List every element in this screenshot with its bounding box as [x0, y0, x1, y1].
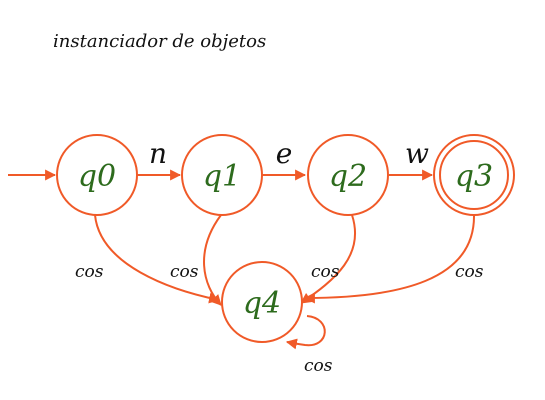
- state-q1: q1: [181, 134, 263, 216]
- state-q2: q2: [307, 134, 389, 216]
- transition-q1-q4: cos: [170, 214, 222, 306]
- transition-q2-q3: w: [389, 137, 434, 181]
- transition-q0-q1: n: [137, 137, 182, 181]
- state-label: q3: [455, 159, 493, 194]
- transition-q2-q4: cos: [300, 214, 357, 304]
- transition-label-w: w: [405, 137, 429, 170]
- transition-q4-self: cos: [285, 315, 333, 376]
- state-label: q0: [78, 159, 116, 194]
- transition-label-cos: cos: [75, 262, 104, 282]
- diagram-title: instanciador de objetos: [53, 31, 267, 52]
- transition-label-e: e: [276, 137, 293, 170]
- state-label: q1: [203, 159, 241, 194]
- transition-q3-q4: cos: [303, 214, 484, 304]
- transition-label-cos: cos: [311, 262, 340, 282]
- transition-label-cos: cos: [304, 356, 333, 376]
- state-q3-accepting: q3: [433, 134, 515, 216]
- transition-q1-q2: e: [262, 137, 307, 181]
- state-label: q4: [243, 286, 281, 321]
- state-q4: q4: [221, 261, 303, 343]
- state-label: q2: [329, 159, 367, 194]
- transition-label-cos: cos: [455, 262, 484, 282]
- state-q0: q0: [56, 134, 138, 216]
- transition-label-n: n: [149, 137, 167, 170]
- transition-label-cos: cos: [170, 262, 199, 282]
- transition-q0-q4: cos: [75, 214, 221, 304]
